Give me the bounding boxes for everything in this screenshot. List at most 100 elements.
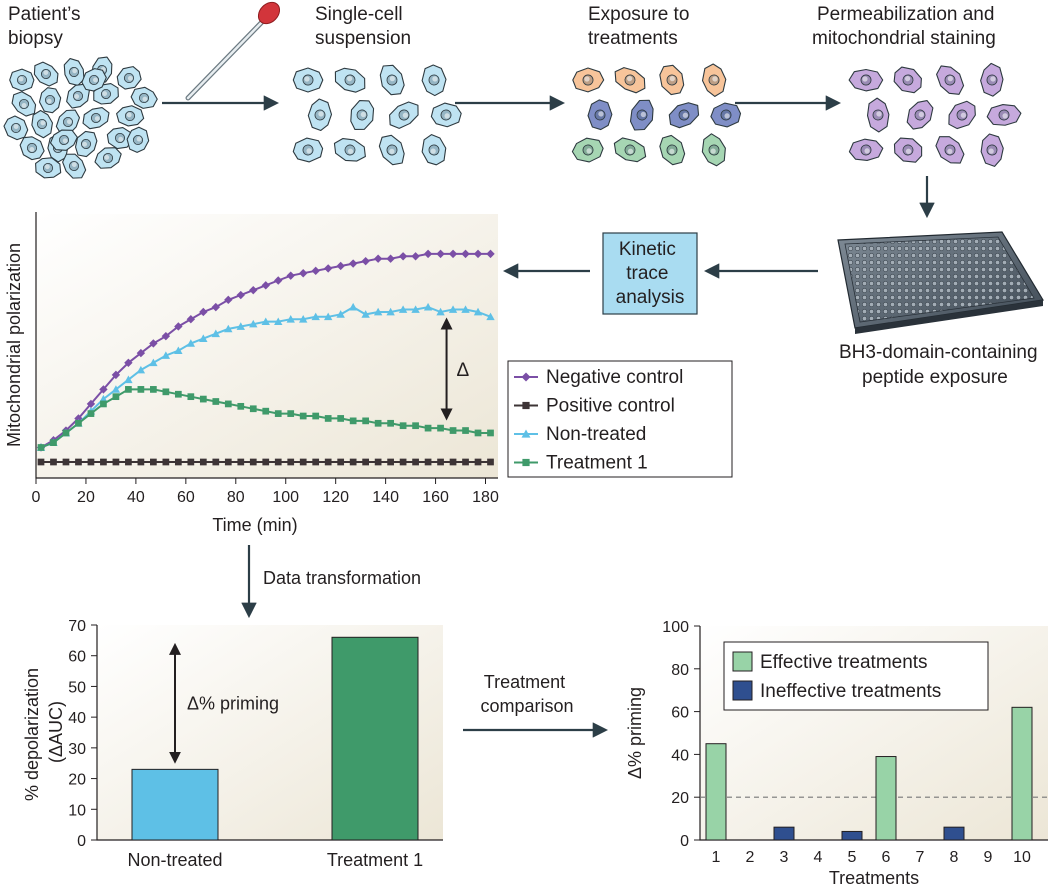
data-point <box>373 307 383 316</box>
data-point <box>111 385 121 393</box>
data-point <box>398 252 408 261</box>
data-point <box>137 458 145 466</box>
data-point <box>199 458 207 466</box>
data-point <box>186 315 196 324</box>
data-point <box>423 249 433 259</box>
biopsy-cell <box>126 126 150 153</box>
data-point <box>299 412 307 420</box>
stained-cells-illustration <box>848 62 1022 167</box>
kinetic-analysis-label: Kinetic trace analysis <box>616 239 685 308</box>
data-point <box>100 400 107 408</box>
bar-treatment-5 <box>841 830 863 841</box>
delta-label: Δ <box>457 360 470 381</box>
y-tick-label: 40 <box>671 747 689 764</box>
x-tick-label: 0 <box>32 489 41 506</box>
biopsy-cell <box>31 109 53 139</box>
data-point <box>112 393 120 401</box>
kinetic-y-axis-title: Mitochondrial polarization <box>4 243 24 447</box>
cell <box>430 102 462 128</box>
cell <box>379 64 405 96</box>
x-tick-label: 160 <box>422 489 449 506</box>
cell <box>571 137 604 163</box>
data-point <box>237 402 245 410</box>
data-point <box>62 458 70 466</box>
cell <box>980 62 1004 97</box>
biopsy-cell <box>94 147 122 169</box>
single-cell-suspension-illustration <box>292 64 462 166</box>
x-tick-label: 1 <box>712 849 721 866</box>
data-point <box>411 305 420 313</box>
data-point <box>224 295 233 305</box>
data-point <box>286 271 295 280</box>
data-point <box>62 429 70 437</box>
data-point <box>398 305 408 313</box>
data-point <box>386 307 395 316</box>
well-plate-icon <box>837 231 1044 334</box>
series-positive-control <box>37 458 494 466</box>
data-point <box>337 458 345 466</box>
data-point <box>387 419 394 427</box>
data-point <box>424 458 432 466</box>
legend-label: Positive control <box>546 396 675 417</box>
cell <box>893 137 923 163</box>
data-point <box>299 315 308 323</box>
data-point <box>486 249 495 259</box>
x-tick-label: 3 <box>780 849 789 866</box>
data-point <box>486 312 495 321</box>
biopsy-cell <box>74 130 98 158</box>
y-tick-label: 60 <box>671 705 689 722</box>
x-tick-label: 60 <box>177 489 195 506</box>
data-point <box>199 395 207 403</box>
y-tick-label: 20 <box>68 772 86 789</box>
cell <box>587 99 613 131</box>
x-tick-label: 4 <box>814 849 823 866</box>
data-point <box>336 310 345 318</box>
bar-non-treated <box>131 768 219 841</box>
data-point <box>287 458 295 466</box>
treatment-comparison-label: Treatment comparison <box>480 672 573 716</box>
data-point <box>348 259 358 268</box>
data-point <box>99 394 108 403</box>
cell <box>307 98 333 132</box>
data-point <box>373 254 383 263</box>
data-point <box>87 410 95 417</box>
x-tick-label: 2 <box>746 849 755 866</box>
stage-label-suspension: Single-cell suspension <box>315 4 411 49</box>
stage-label-exposure: Exposure to treatments <box>588 4 695 49</box>
data-point <box>249 405 257 413</box>
data-point <box>311 312 320 321</box>
data-point <box>199 307 208 317</box>
y-tick-label: 40 <box>68 710 86 727</box>
cell <box>668 102 700 129</box>
y-tick-label: 10 <box>68 802 86 819</box>
data-point <box>374 458 382 466</box>
biopsy-cell <box>116 105 145 127</box>
data-point <box>287 410 295 417</box>
cell <box>893 66 922 94</box>
data-point <box>224 458 232 466</box>
kinetic-series <box>36 249 495 466</box>
data-point <box>149 339 158 348</box>
data-point <box>75 419 82 427</box>
x-tick-label: 20 <box>77 489 95 506</box>
bar-treatment-3 <box>773 826 795 841</box>
legend-swatch-ineffective <box>732 680 753 701</box>
biopsy-cell <box>62 153 87 179</box>
cell <box>986 104 1022 126</box>
y-tick-label: 0 <box>680 833 689 850</box>
stage-label-peptide: BH3-domain-containing peptide exposure <box>839 342 1043 388</box>
data-point <box>448 305 458 313</box>
data-point <box>162 458 170 466</box>
kinetic-analysis-box <box>602 232 698 315</box>
data-point <box>349 417 357 425</box>
data-point <box>125 386 132 393</box>
data-point <box>436 249 445 259</box>
data-point <box>286 315 295 323</box>
x-tick-label: 180 <box>472 489 499 506</box>
biopsy-cell <box>116 66 142 90</box>
y-tick-label: 0 <box>77 833 86 850</box>
x-tick-label: 8 <box>950 849 959 866</box>
